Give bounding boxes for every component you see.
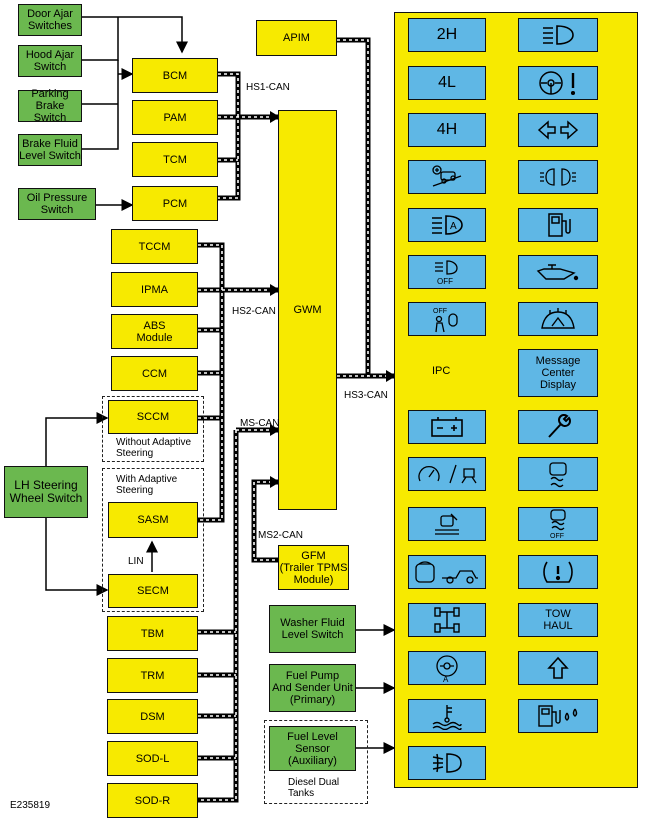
gwm-module: GWM: [278, 110, 337, 510]
with-adaptive-note: With Adaptive Steering: [116, 474, 178, 496]
washer-fluid-level-switch: Washer Fluid Level Switch: [269, 605, 356, 653]
tccm-module: TCCM: [111, 229, 198, 264]
ipc-label: IPC: [432, 365, 451, 377]
fuel-door-icon: [518, 208, 598, 242]
message-center-display: Message Center Display: [518, 349, 598, 397]
fuel-pump-sender-unit: Fuel Pump And Sender Unit (Primary): [269, 664, 356, 712]
without-adaptive-steering-group: [102, 396, 204, 462]
figure-id: E235819: [10, 800, 51, 811]
sasm-module: SASM: [108, 502, 198, 538]
without-adaptive-note: Without Adaptive Steering: [116, 437, 192, 459]
high-beam-icon: [518, 18, 598, 52]
oil-pressure-icon: [518, 255, 598, 289]
auto-high-beam-icon: A: [408, 208, 486, 242]
sod-r-module: SOD-R: [107, 783, 198, 818]
fog-lamp-icon: [408, 746, 486, 780]
ms-can-label: MS-CAN: [240, 418, 280, 429]
svg-text:OFF: OFF: [550, 533, 564, 540]
ipma-module: IPMA: [111, 272, 198, 307]
passenger-airbag-off-icon: OFF: [408, 302, 486, 336]
svg-text:OFF: OFF: [433, 308, 447, 315]
ms2-can-label: MS2-CAN: [258, 530, 304, 541]
auto-lamp-icon: A: [408, 651, 486, 685]
turn-signal-icon: [518, 113, 598, 147]
sccm-module: SCCM: [108, 400, 198, 434]
coolant-temp-icon: [408, 699, 486, 733]
lin-label: LIN: [128, 556, 144, 567]
sod-l-module: SOD-L: [107, 741, 198, 776]
pcm-module: PCM: [132, 186, 218, 221]
trm-module: TRM: [107, 658, 198, 693]
with-adaptive-steering-group: [102, 468, 204, 612]
pam-module: PAM: [132, 100, 218, 135]
tbm-module: TBM: [107, 616, 198, 651]
diesel-fuel-icon: [518, 699, 598, 733]
hill-descent-icon: [408, 160, 486, 194]
hood-ajar-switch: Hood Ajar Switch: [18, 45, 82, 77]
brake-fluid-level-switch: Brake Fluid Level Switch: [18, 134, 82, 166]
diesel-dual-tanks-note: Diesel Dual Tanks: [288, 777, 340, 799]
tire-pressure-icon: [518, 555, 598, 589]
lh-steering-wheel-switch: LH Steering Wheel Switch: [4, 466, 88, 518]
parking-brake-switch: Parking Brake Switch: [18, 88, 82, 124]
four-wheel-drive-icon: [408, 603, 486, 637]
hill-start-icon: [408, 507, 486, 541]
side-lamp-icon: [518, 160, 598, 194]
apim-module: APIM: [256, 20, 337, 56]
secm-module: SECM: [108, 574, 198, 608]
park-aid-trailer-icon: [408, 555, 486, 589]
bcm-module: BCM: [132, 58, 218, 93]
oil-pressure-switch: Oil Pressure Switch: [18, 188, 96, 220]
ipc-4l-indicator: 4L: [408, 66, 486, 100]
svg-text:A: A: [450, 221, 457, 232]
stability-control-off-icon: OFF: [518, 507, 598, 541]
svg-text:A: A: [443, 675, 449, 683]
cruise-lane-icon: [408, 457, 486, 491]
ipc-2h-indicator: 2H: [408, 18, 486, 52]
shift-up-icon: [518, 651, 598, 685]
ccm-module: CCM: [111, 356, 198, 391]
dsm-module: DSM: [107, 699, 198, 734]
diesel-dual-tanks-group: [264, 720, 368, 804]
battery-icon: [408, 410, 486, 444]
hs3-can-label: HS3-CAN: [344, 390, 388, 401]
hs2-can-label: HS2-CAN: [232, 306, 276, 317]
tow-haul-indicator: TOW HAUL: [518, 603, 598, 637]
abs-module: ABS Module: [111, 314, 198, 349]
tcm-module: TCM: [132, 142, 218, 177]
steering-warning-icon: [518, 66, 598, 100]
gfm-module: GFM (Trailer TPMS Module): [278, 545, 349, 590]
rain-sensor-off-icon: OFF: [408, 255, 486, 289]
washer-fluid-icon: [518, 302, 598, 336]
ipc-4h-indicator: 4H: [408, 113, 486, 147]
svg-text:OFF: OFF: [437, 277, 453, 286]
door-ajar-switches: Door Ajar Switches: [18, 4, 82, 36]
fuel-level-sensor-auxiliary: Fuel Level Sensor (Auxiliary): [269, 726, 356, 771]
wrench-icon: [518, 410, 598, 444]
stability-control-icon: [518, 457, 598, 491]
hs1-can-label: HS1-CAN: [246, 82, 290, 93]
